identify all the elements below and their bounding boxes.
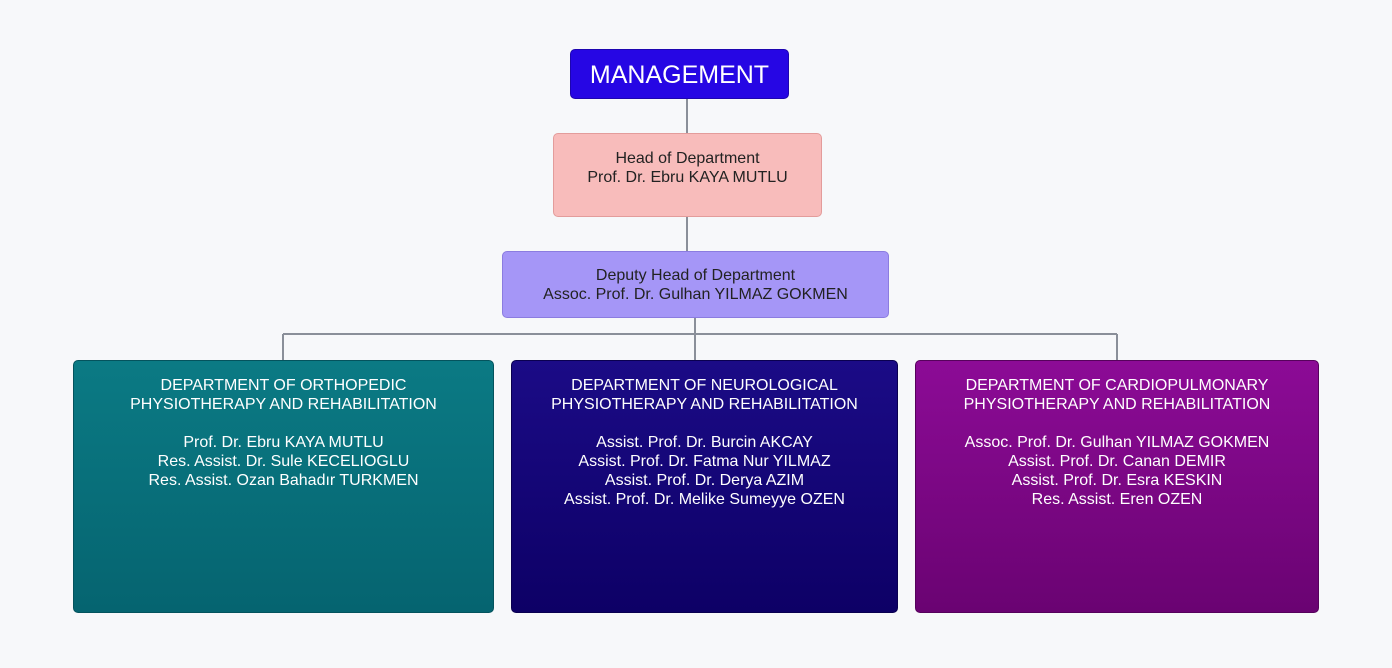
- department-member: Assist. Prof. Dr. Esra KESKIN: [1011, 472, 1223, 489]
- department-member: Assist. Prof. Dr. Fatma Nur YILMAZ: [578, 453, 831, 470]
- head-role: Head of Department: [615, 150, 760, 167]
- management-node: MANAGEMENT: [570, 49, 789, 99]
- department-member: Assist. Prof. Dr. Derya AZIM: [604, 472, 805, 489]
- department-member: Prof. Dr. Ebru KAYA MUTLU: [183, 434, 384, 451]
- department-member: Assist. Prof. Dr. Melike Sumeyye OZEN: [564, 491, 845, 508]
- department-orthopedic-node: DEPARTMENT OF ORTHOPEDIC PHYSIOTHERAPY A…: [73, 360, 494, 613]
- department-title-line: DEPARTMENT OF NEUROLOGICAL: [571, 377, 838, 394]
- department-member: Res. Assist. Dr. Sule KECELIOGLU: [157, 453, 410, 470]
- department-member: Res. Assist. Eren OZEN: [1031, 491, 1203, 508]
- head-of-department-node: Head of Department Prof. Dr. Ebru KAYA M…: [553, 133, 822, 217]
- department-member: Assoc. Prof. Dr. Gulhan YILMAZ GOKMEN: [964, 434, 1270, 451]
- head-name: Prof. Dr. Ebru KAYA MUTLU: [587, 169, 788, 186]
- department-cardiopulmonary-node: DEPARTMENT OF CARDIOPULMONARY PHYSIOTHER…: [915, 360, 1319, 613]
- deputy-head-node: Deputy Head of Department Assoc. Prof. D…: [502, 251, 889, 318]
- deputy-role: Deputy Head of Department: [595, 267, 796, 284]
- department-title-line: DEPARTMENT OF CARDIOPULMONARY: [965, 377, 1269, 394]
- department-member: Assist. Prof. Dr. Burcin AKCAY: [596, 434, 813, 451]
- department-title: DEPARTMENT OF ORTHOPEDIC PHYSIOTHERAPY A…: [74, 376, 493, 414]
- department-title-line: PHYSIOTHERAPY AND REHABILITATION: [963, 396, 1271, 413]
- management-label: MANAGEMENT: [589, 61, 770, 89]
- deputy-name: Assoc. Prof. Dr. Gulhan YILMAZ GOKMEN: [543, 286, 848, 303]
- department-member: Res. Assist. Ozan Bahadır TURKMEN: [148, 472, 419, 489]
- department-title-line: PHYSIOTHERAPY AND REHABILITATION: [130, 396, 437, 413]
- department-neurological-node: DEPARTMENT OF NEUROLOGICAL PHYSIOTHERAPY…: [511, 360, 898, 613]
- department-title-line: DEPARTMENT OF ORTHOPEDIC: [160, 377, 407, 394]
- department-title-line: PHYSIOTHERAPY AND REHABILITATION: [551, 396, 858, 413]
- department-title: DEPARTMENT OF NEUROLOGICAL PHYSIOTHERAPY…: [512, 376, 897, 414]
- department-member: Assist. Prof. Dr. Canan DEMIR: [1008, 453, 1226, 470]
- department-title: DEPARTMENT OF CARDIOPULMONARY PHYSIOTHER…: [916, 376, 1318, 414]
